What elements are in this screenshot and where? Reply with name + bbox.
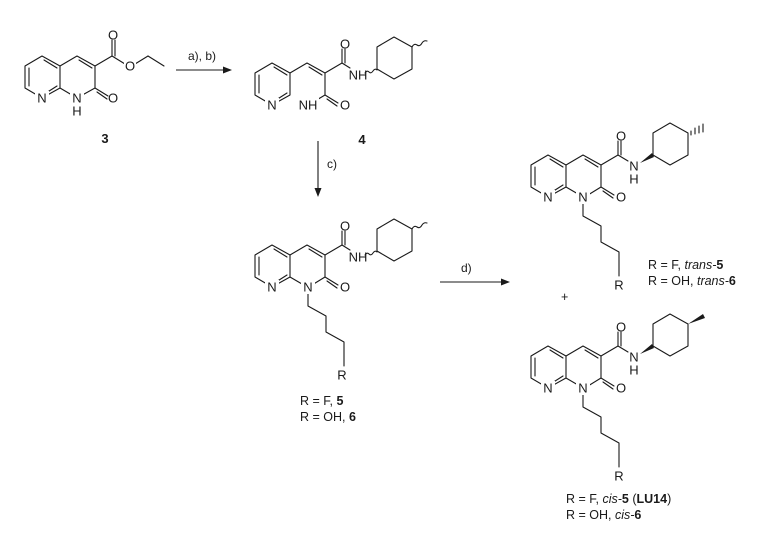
atom-n: N (267, 280, 276, 295)
cis-product-structure: N N O O N H R (530, 313, 705, 484)
cis-label-line1: R = F, cis-5 (LU14) (566, 492, 671, 506)
atom-o: O (616, 381, 626, 396)
compound-3-structure: N N H O O O (24, 28, 165, 119)
atom-n: N (37, 91, 46, 106)
atom-h: H (629, 363, 638, 378)
step-c-label: c) (327, 157, 337, 171)
atom-n: N (72, 91, 81, 106)
atom-r: R (614, 278, 623, 293)
compound-5-6-label-line2: R = OH, 6 (300, 410, 356, 424)
atom-n: N (543, 190, 552, 205)
compound-5-6-structure: N N O O NH R (254, 218, 428, 383)
atom-h: H (72, 104, 81, 119)
cis-label-line2: R = OH, cis-6 (566, 508, 641, 522)
atom-o: O (125, 59, 135, 74)
trans-product-structure: N N O O N H R (530, 122, 704, 293)
compound-4-structure: N NH O O NH (254, 36, 428, 113)
atom-r: R (614, 469, 623, 484)
atom-n: N (578, 190, 587, 205)
atom-o: O (616, 190, 626, 205)
reaction-arrow-ab (176, 66, 232, 74)
atom-o: O (616, 320, 626, 335)
compound-5-6-label-line1: R = F, 5 (300, 394, 343, 408)
atom-o: O (340, 37, 350, 52)
atom-nh: NH (299, 98, 318, 113)
atom-nh: NH (349, 68, 368, 83)
atom-n: N (543, 381, 552, 396)
trans-label-line1: R = F, trans-5 (648, 258, 723, 272)
atom-n: N (629, 159, 638, 174)
compound-4-label: 4 (358, 132, 366, 147)
atom-nh: NH (349, 250, 368, 265)
step-ab-label: a), b) (188, 49, 216, 63)
trans-label-line2: R = OH, trans-6 (648, 274, 736, 288)
atom-n: N (267, 98, 276, 113)
atom-o: O (616, 129, 626, 144)
reaction-arrow-c (314, 141, 322, 197)
atom-n: N (629, 350, 638, 365)
atom-h: H (629, 172, 638, 187)
plus-sign: + (561, 290, 568, 304)
atom-o: O (340, 98, 350, 113)
atom-o: O (340, 219, 350, 234)
atom-o: O (340, 280, 350, 295)
atom-r: R (337, 368, 346, 383)
reaction-arrow-d (440, 278, 510, 286)
compound-3-label: 3 (101, 131, 108, 146)
atom-n: N (578, 381, 587, 396)
atom-o: O (108, 28, 118, 43)
step-d-label: d) (461, 261, 472, 275)
atom-o: O (108, 91, 118, 106)
atom-n: N (303, 280, 312, 295)
